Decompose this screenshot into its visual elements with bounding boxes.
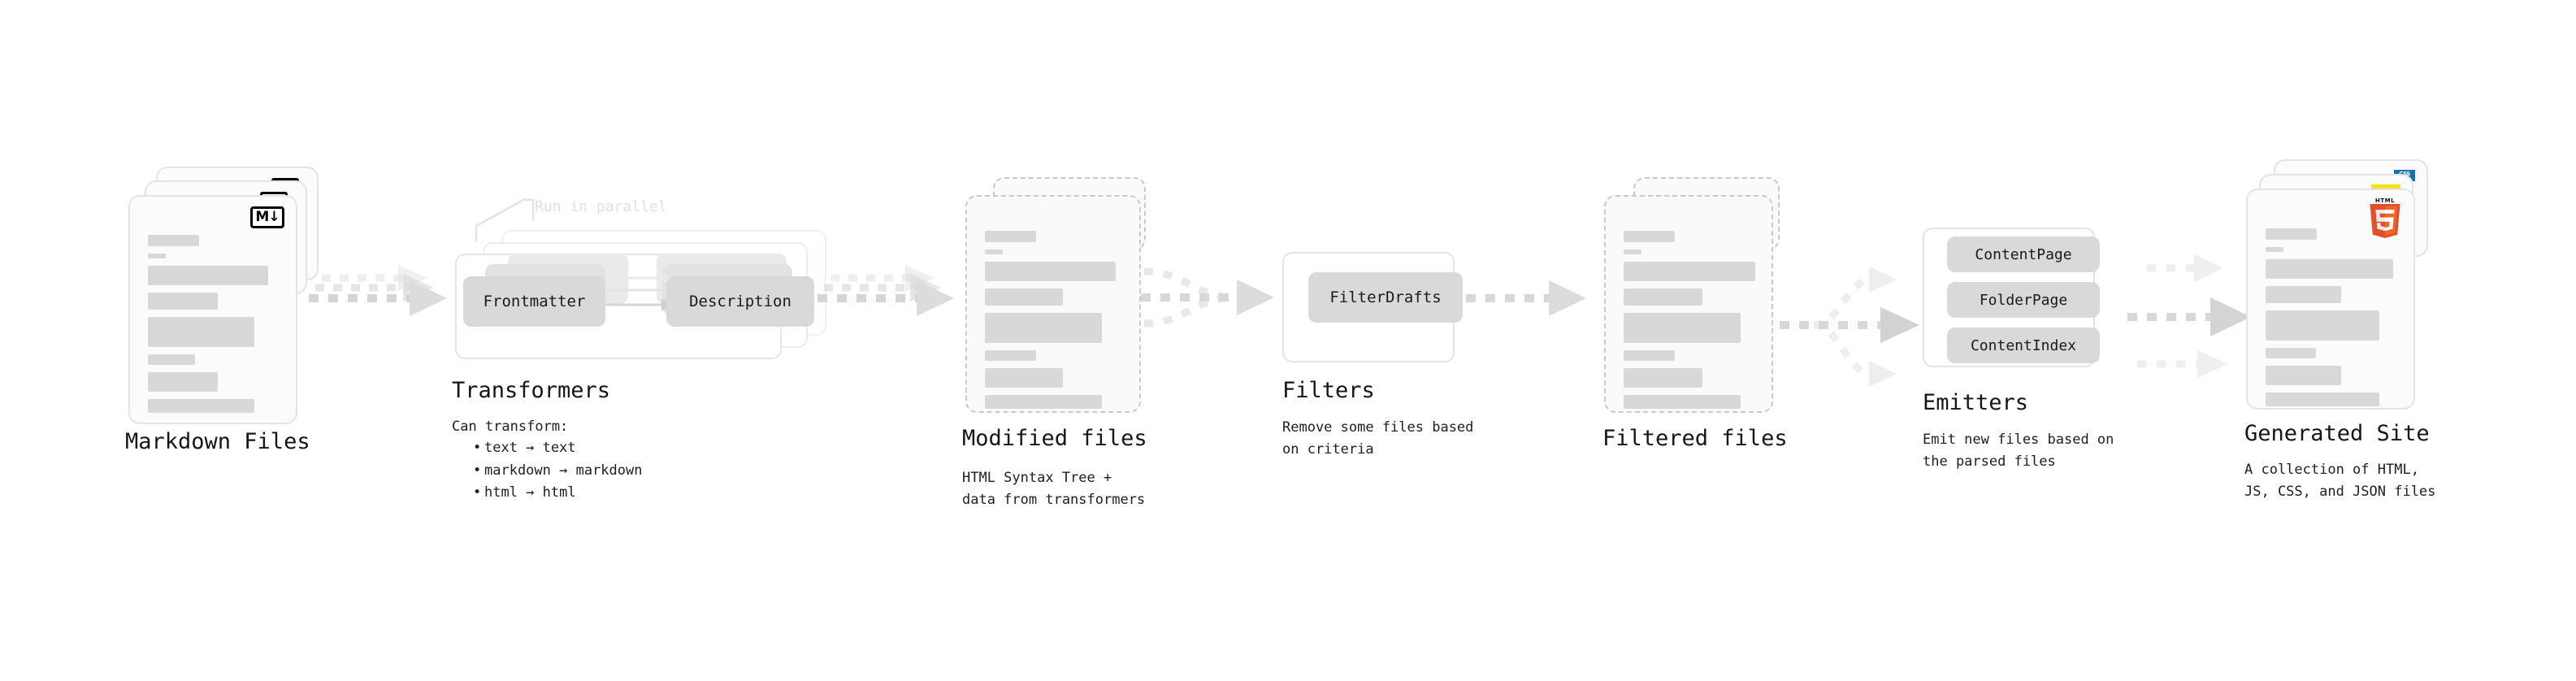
- stage-title-filters: Filters: [1282, 378, 1375, 403]
- content-bar: [985, 231, 1036, 242]
- file-content-bars: [1624, 231, 1757, 416]
- content-bar: [1624, 313, 1741, 343]
- content-bar: [148, 354, 195, 365]
- run-in-parallel-label: Run in parallel: [535, 198, 667, 215]
- emitter-chip-folderpage[interactable]: FolderPage: [1947, 282, 2100, 318]
- connector-transformers-to-modified: [817, 265, 954, 316]
- markdown-file-card-front: M↓: [128, 195, 297, 424]
- stage-title-emitters: Emitters: [1923, 390, 2029, 415]
- emitter-chip-contentpage[interactable]: ContentPage: [1947, 236, 2100, 272]
- emitter-chip-contentindex-label: ContentIndex: [1970, 336, 2077, 354]
- content-bar: [2266, 247, 2283, 252]
- file-content-bars: [148, 231, 281, 420]
- content-bar: [1624, 249, 1641, 254]
- filters-subtitle: Remove some files based on criteria: [1282, 419, 1474, 458]
- connector-filtered-to-emitters: [1780, 267, 1919, 387]
- content-bar: [2266, 228, 2317, 240]
- content-bar: [2266, 348, 2316, 358]
- content-bar: [148, 266, 268, 285]
- modified-files-subtitle: HTML Syntax Tree + data from transformer…: [962, 470, 1146, 509]
- content-bar: [1624, 288, 1702, 306]
- content-bar: [2266, 310, 2379, 340]
- connector-md-to-transformers: [309, 265, 447, 316]
- content-bar: [148, 399, 254, 413]
- content-bar: [2266, 366, 2341, 385]
- transformers-bullet-list: text → text markdown → markdown html → h…: [468, 437, 643, 505]
- content-bar: [148, 317, 254, 347]
- transformers-bullet-item: markdown → markdown: [473, 460, 643, 483]
- file-content-bars: [2266, 224, 2399, 414]
- connector-filters-to-filtered: [1466, 280, 1586, 316]
- generated-site-subtitle: A collection of HTML, JS, CSS, and JSON …: [2244, 462, 2436, 501]
- file-content-bars: [985, 231, 1125, 416]
- content-bar: [1624, 231, 1675, 242]
- content-bar: [1624, 262, 1755, 281]
- filter-chip-filterdrafts[interactable]: FilterDrafts: [1308, 272, 1463, 323]
- content-bar: [148, 293, 218, 310]
- transformer-chip-frontmatter-label: Frontmatter: [483, 293, 586, 310]
- transformer-chip-description[interactable]: Description: [666, 276, 814, 327]
- transformers-bullet-item: text → text: [473, 437, 642, 460]
- emitter-chip-contentpage-label: ContentPage: [1975, 245, 2072, 263]
- content-bar: [148, 254, 166, 258]
- content-bar: [148, 235, 199, 246]
- stage-title-markdown-files: Markdown Files: [125, 429, 310, 454]
- transformer-chip-frontmatter[interactable]: Frontmatter: [463, 276, 605, 327]
- content-bar: [1624, 350, 1675, 361]
- html5-icon-wordmark: HTML: [2375, 197, 2395, 204]
- content-bar: [985, 368, 1063, 388]
- stage-title-transformers: Transformers: [452, 378, 611, 403]
- content-bar: [985, 350, 1036, 361]
- content-bar: [985, 313, 1102, 343]
- emitters-subtitle: Emit new files based on the parsed files: [1923, 432, 2114, 471]
- markdown-icon-label: M↓: [255, 209, 280, 225]
- content-bar: [985, 395, 1102, 409]
- transformers-bullet-item: html → html: [473, 482, 642, 505]
- modified-file-card-front: [965, 195, 1141, 413]
- filter-chip-filterdrafts-label: FilterDrafts: [1329, 288, 1442, 306]
- content-bar: [985, 249, 1003, 254]
- content-bar: [148, 372, 218, 392]
- stage-title-modified-files: Modified files: [962, 426, 1147, 451]
- content-bar: [985, 288, 1063, 306]
- run-in-parallel-bracket: [475, 198, 535, 242]
- markdown-icon: M↓: [250, 206, 284, 231]
- transformer-chip-description-label: Description: [689, 293, 791, 310]
- stage-title-generated-site: Generated Site: [2244, 421, 2430, 446]
- html5-icon: HTML: [2368, 197, 2402, 242]
- content-bar: [1624, 395, 1741, 409]
- content-bar: [2266, 259, 2393, 279]
- emitter-chip-contentindex[interactable]: ContentIndex: [1947, 327, 2100, 363]
- filtered-file-card-front: [1604, 195, 1773, 413]
- transformers-subtitle: Can transform:: [452, 419, 569, 435]
- content-bar: [2266, 286, 2341, 303]
- stage-title-filtered-files: Filtered files: [1602, 426, 1788, 451]
- emitter-chip-folderpage-label: FolderPage: [1979, 291, 2068, 309]
- content-bar: [2266, 393, 2379, 406]
- content-bar: [1624, 368, 1702, 388]
- connector-modified-to-filters: [1141, 267, 1274, 327]
- content-bar: [985, 262, 1116, 281]
- connector-emitters-to-site: [2127, 254, 2251, 378]
- site-file-card-front: HTML: [2246, 189, 2415, 410]
